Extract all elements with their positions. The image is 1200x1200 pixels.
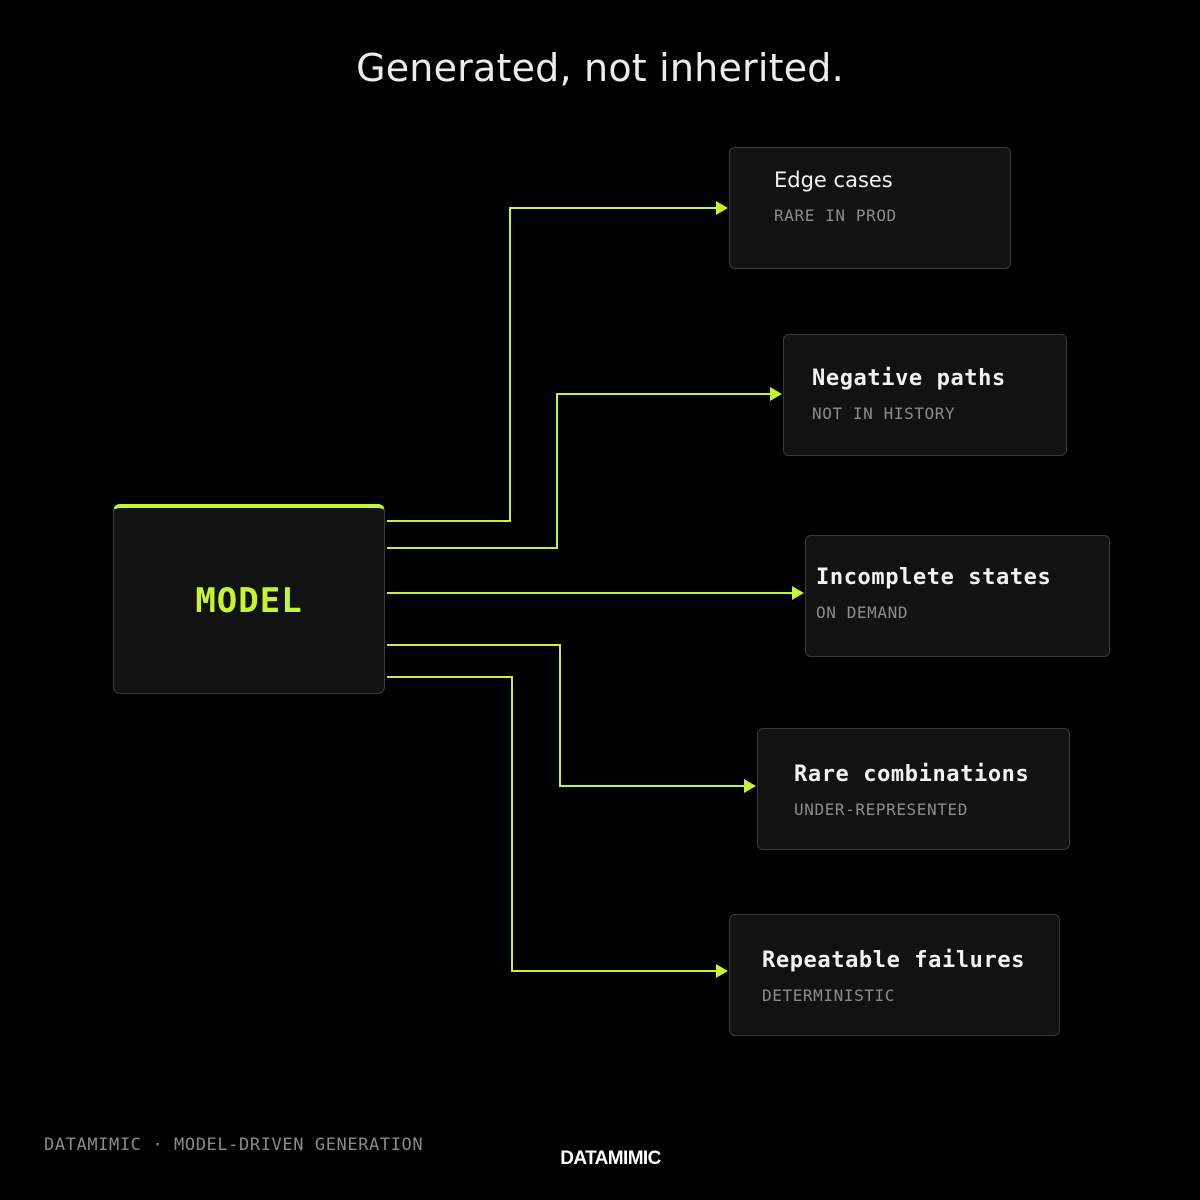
brand-logo: DATAMIMIC: [560, 1148, 661, 1169]
connector-edge-cases: [387, 207, 716, 522]
output-box-rare-combinations: Rare combinations UNDER-REPRESENTED: [757, 728, 1070, 850]
model-label: MODEL: [195, 580, 303, 621]
arrowhead-negative-paths: [770, 387, 782, 401]
output-box-incomplete-states: Incomplete states ON DEMAND: [805, 535, 1110, 657]
output-subtitle: UNDER-REPRESENTED: [794, 800, 968, 819]
connector-repeatable-failures: [387, 676, 716, 972]
arrowhead-incomplete-states: [792, 586, 804, 600]
output-title: Negative paths: [812, 366, 1006, 391]
page-title: Generated, not inherited.: [356, 46, 844, 90]
output-subtitle: NOT IN HISTORY: [812, 404, 956, 423]
output-title: Repeatable failures: [762, 948, 1026, 973]
output-title: Rare combinations: [794, 762, 1030, 787]
arrowhead-rare-combinations: [744, 779, 756, 793]
arrowhead-edge-cases: [716, 201, 728, 215]
output-subtitle: RARE IN PROD: [774, 206, 897, 225]
connector-negative-paths: [387, 393, 770, 549]
footer-caption: DATAMIMIC · MODEL-DRIVEN GENERATION: [44, 1135, 424, 1155]
model-box: MODEL: [113, 504, 385, 694]
output-title: Incomplete states: [816, 565, 1052, 590]
output-box-edge-cases: Edge cases RARE IN PROD: [729, 147, 1011, 269]
output-box-negative-paths: Negative paths NOT IN HISTORY: [783, 334, 1067, 456]
connector-rare-combinations: [387, 644, 744, 787]
output-title: Edge cases: [774, 168, 893, 192]
arrowhead-repeatable-failures: [716, 964, 728, 978]
output-subtitle: ON DEMAND: [816, 603, 909, 622]
output-box-repeatable-failures: Repeatable failures DETERMINISTIC: [729, 914, 1060, 1036]
output-subtitle: DETERMINISTIC: [762, 986, 896, 1005]
